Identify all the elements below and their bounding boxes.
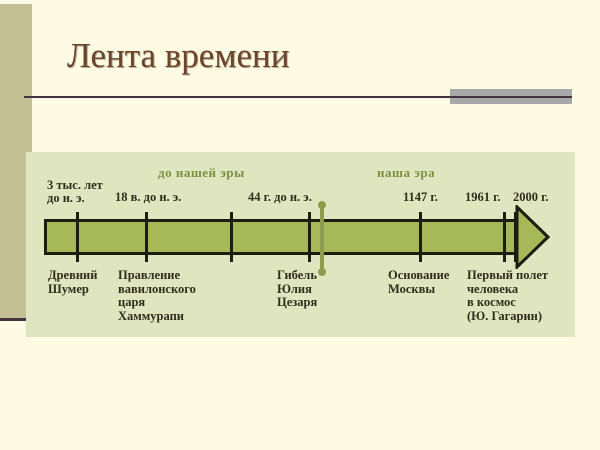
timeline-arrowhead <box>515 205 551 269</box>
event-label-moscow-founding: Основание Москвы <box>388 268 450 296</box>
timeline-tick <box>76 212 79 262</box>
event-label-first-space-flight: Первый полет человека в космос (Ю. Гагар… <box>467 268 549 323</box>
date-label-1147: 1147 г. <box>403 190 438 204</box>
era-heading-before-common-era: до нашей эры <box>158 165 245 180</box>
era-divider-dot-bottom <box>318 268 326 276</box>
timeline-panel: до нашей эры наша эра 3 тыс. лет до н. э… <box>26 152 575 337</box>
timeline-tick <box>308 212 311 262</box>
date-label-44bc: 44 г. до н. э. <box>248 190 312 204</box>
date-label-1961: 1961 г. <box>465 190 501 204</box>
event-label-hammurabi-reign: Правление вавилонского царя Хаммурапи <box>118 268 196 323</box>
era-divider-dot-top <box>318 201 326 209</box>
event-label-caesar-death: Гибель Юлия Цезаря <box>277 268 318 309</box>
slide-title: Лента времени <box>67 36 290 75</box>
title-underline <box>24 96 572 98</box>
date-label-3000bc: 3 тыс. лет до н. э. <box>47 178 103 205</box>
date-label-2000: 2000 г. <box>513 190 549 204</box>
timeline-tick <box>514 212 517 262</box>
left-accent-underline <box>0 318 26 321</box>
era-divider-marker <box>318 201 326 276</box>
timeline-tick <box>145 212 148 262</box>
timeline-tick <box>419 212 422 262</box>
timeline-bar <box>44 219 519 255</box>
event-label-ancient-sumer: Древний Шумер <box>48 268 98 296</box>
era-heading-common-era: наша эра <box>377 165 436 180</box>
timeline-tick <box>503 212 506 262</box>
date-label-18c-bc: 18 в. до н. э. <box>115 190 182 204</box>
timeline-tick <box>230 212 233 262</box>
